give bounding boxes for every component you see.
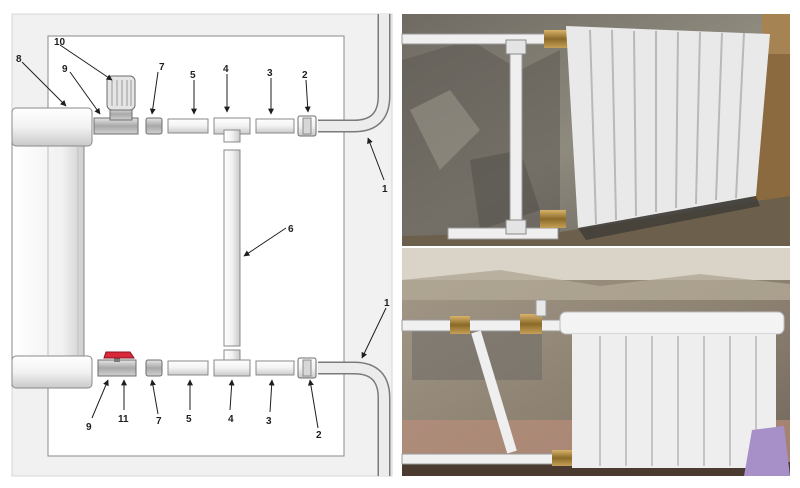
- leader-2-top: [304, 79, 311, 113]
- photo-bottom-brass-fitting: [520, 314, 542, 334]
- callout-2-top: 2: [302, 70, 308, 81]
- photo-top-return-pipe: [447, 227, 559, 240]
- photo-bottom-dustpan: [744, 426, 790, 476]
- photo-top-brass-fitting: [544, 30, 568, 48]
- coupling-2-bottom-insert: [302, 359, 312, 377]
- photo-bottom-plaster-edge: [402, 270, 790, 300]
- leader-6: [243, 227, 287, 257]
- callout-6: 6: [288, 224, 294, 235]
- callout-8: 8: [16, 54, 22, 65]
- callout-9-bottom: 9: [86, 422, 92, 433]
- callout-4-bottom: 4: [228, 414, 234, 425]
- photo-top-supply-pipe: [401, 33, 563, 45]
- callout-2-bottom: 2: [316, 430, 322, 441]
- photo-top-radiator-shadow: [578, 196, 760, 240]
- leader-9-bottom: [91, 379, 109, 419]
- leader-7-bottom: [149, 379, 159, 415]
- radiator-section-8: [11, 107, 93, 389]
- callout-3-top: 3: [267, 68, 273, 79]
- pipe-segment-3-bottom: [255, 360, 295, 376]
- riser-pipe-top: [318, 14, 389, 131]
- tee-4-top-branch: [223, 129, 241, 143]
- thermostatic-head-ribs: [111, 80, 132, 106]
- adapter-7-top: [145, 117, 163, 135]
- ball-valve-red-handle: [103, 351, 135, 359]
- photo-bottom-brass-fitting: [552, 450, 572, 466]
- photo-bottom-return-pipe: [401, 453, 573, 465]
- callout-9-top: 9: [62, 64, 68, 75]
- leader-4-bottom: [228, 379, 235, 411]
- photo-bottom-bypass-pipe: [471, 330, 517, 454]
- leader-lines: [21, 44, 387, 429]
- callout-11: 11: [118, 414, 129, 425]
- callout-3-bottom: 3: [266, 416, 272, 427]
- photo-top-radiator-body: [566, 26, 770, 228]
- callout-5-bottom: 5: [186, 414, 192, 425]
- photo-top-radiator-installation: [401, 14, 790, 246]
- photo-top-brass-fitting: [540, 210, 566, 228]
- leader-8: [21, 61, 67, 107]
- thermostatic-head-10: [106, 75, 136, 111]
- callout-7-bottom: 7: [156, 416, 162, 427]
- radiator-top-collector: [11, 107, 93, 147]
- riser-pipe-bottom: [318, 363, 389, 476]
- callout-4-top: 4: [223, 64, 229, 75]
- photo-bottom-radiator-top: [559, 311, 785, 335]
- leader-2-bottom: [307, 379, 319, 429]
- bypass-pipe-6: [223, 149, 241, 347]
- photo-bottom-brass-fitting: [450, 316, 470, 334]
- pipe-segment-3-top: [255, 118, 295, 134]
- photo-top-plaster-patch: [410, 90, 480, 170]
- ball-valve-11: [97, 359, 137, 377]
- pipe-segment-5-top: [167, 118, 209, 134]
- photo-bottom-valve-cap: [535, 299, 547, 317]
- leader-10: [59, 44, 113, 81]
- leader-7-top: [149, 71, 159, 115]
- callout-7-top: 7: [159, 62, 165, 73]
- photo-bottom-radiator: [559, 311, 785, 468]
- leader-1-top: [367, 137, 385, 181]
- tee-4-bottom: [213, 359, 251, 377]
- photo-top-tee: [505, 39, 527, 55]
- leader-1-bottom: [361, 307, 387, 359]
- pipe-segment-5-bottom: [167, 360, 209, 376]
- photo-bottom-radiator-installation: [401, 248, 790, 476]
- photo-top-floor: [402, 196, 790, 246]
- radiator-bottom-collector: [11, 355, 93, 389]
- photo-bottom-radiator-body: [572, 334, 776, 468]
- installation-scheme: 10 9 8 7 5 4 3 2 1 6 1 9 11 7 5 4 3 2: [11, 13, 393, 477]
- callout-numbers: 10 9 8 7 5 4 3 2 1 6 1 9 11 7 5 4 3 2: [16, 37, 390, 441]
- adapter-7-bottom: [145, 359, 163, 377]
- leader-9-top: [69, 71, 101, 115]
- photo-top-tee: [505, 219, 527, 235]
- wall-outline: [47, 35, 345, 457]
- leader-3-bottom: [268, 379, 275, 413]
- callout-10: 10: [54, 37, 66, 48]
- callout-1-top: 1: [382, 184, 388, 195]
- photo-top-bypass-pipe: [509, 43, 523, 235]
- callout-5-top: 5: [190, 70, 196, 81]
- coupling-2-top-insert: [302, 117, 312, 135]
- callout-1-bottom: 1: [384, 298, 390, 309]
- photo-top-radiator: [566, 26, 770, 240]
